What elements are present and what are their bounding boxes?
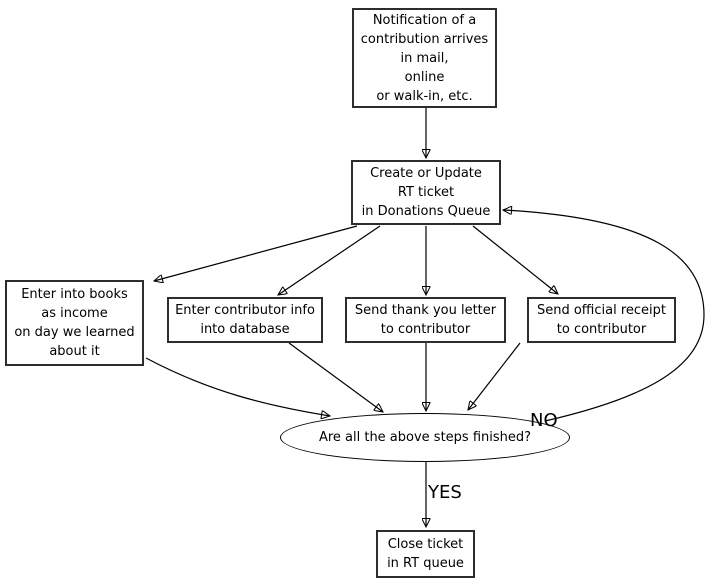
edge-enter-contributor-to-finished: [288, 342, 383, 412]
node-official-receipt: Send official receipt to contributor: [527, 297, 676, 343]
edge-no-loop-to-create: [503, 210, 705, 422]
edge-official-receipt-to-finished: [468, 342, 521, 410]
node-enter-contributor: Enter contributor info into database: [167, 297, 323, 343]
node-thank-you-letter: Send thank you letter to contributor: [345, 297, 506, 343]
edge-label-yes: YES: [428, 482, 462, 503]
node-enter-books: Enter into books as income on day we lea…: [5, 280, 144, 366]
edge-create-to-enter-books: [154, 225, 358, 281]
edge-create-to-enter-contributor: [278, 225, 381, 295]
node-steps-finished: Are all the above steps finished?: [280, 413, 570, 462]
node-close-ticket: Close ticket in RT queue: [376, 530, 475, 578]
edge-create-to-official-receipt: [472, 225, 558, 294]
edge-label-no: NO: [530, 410, 558, 431]
node-notification: Notification of a contribution arrives i…: [352, 8, 497, 108]
node-create-ticket: Create or Update RT ticket in Donations …: [351, 160, 501, 225]
edge-enter-books-to-finished: [145, 357, 330, 416]
